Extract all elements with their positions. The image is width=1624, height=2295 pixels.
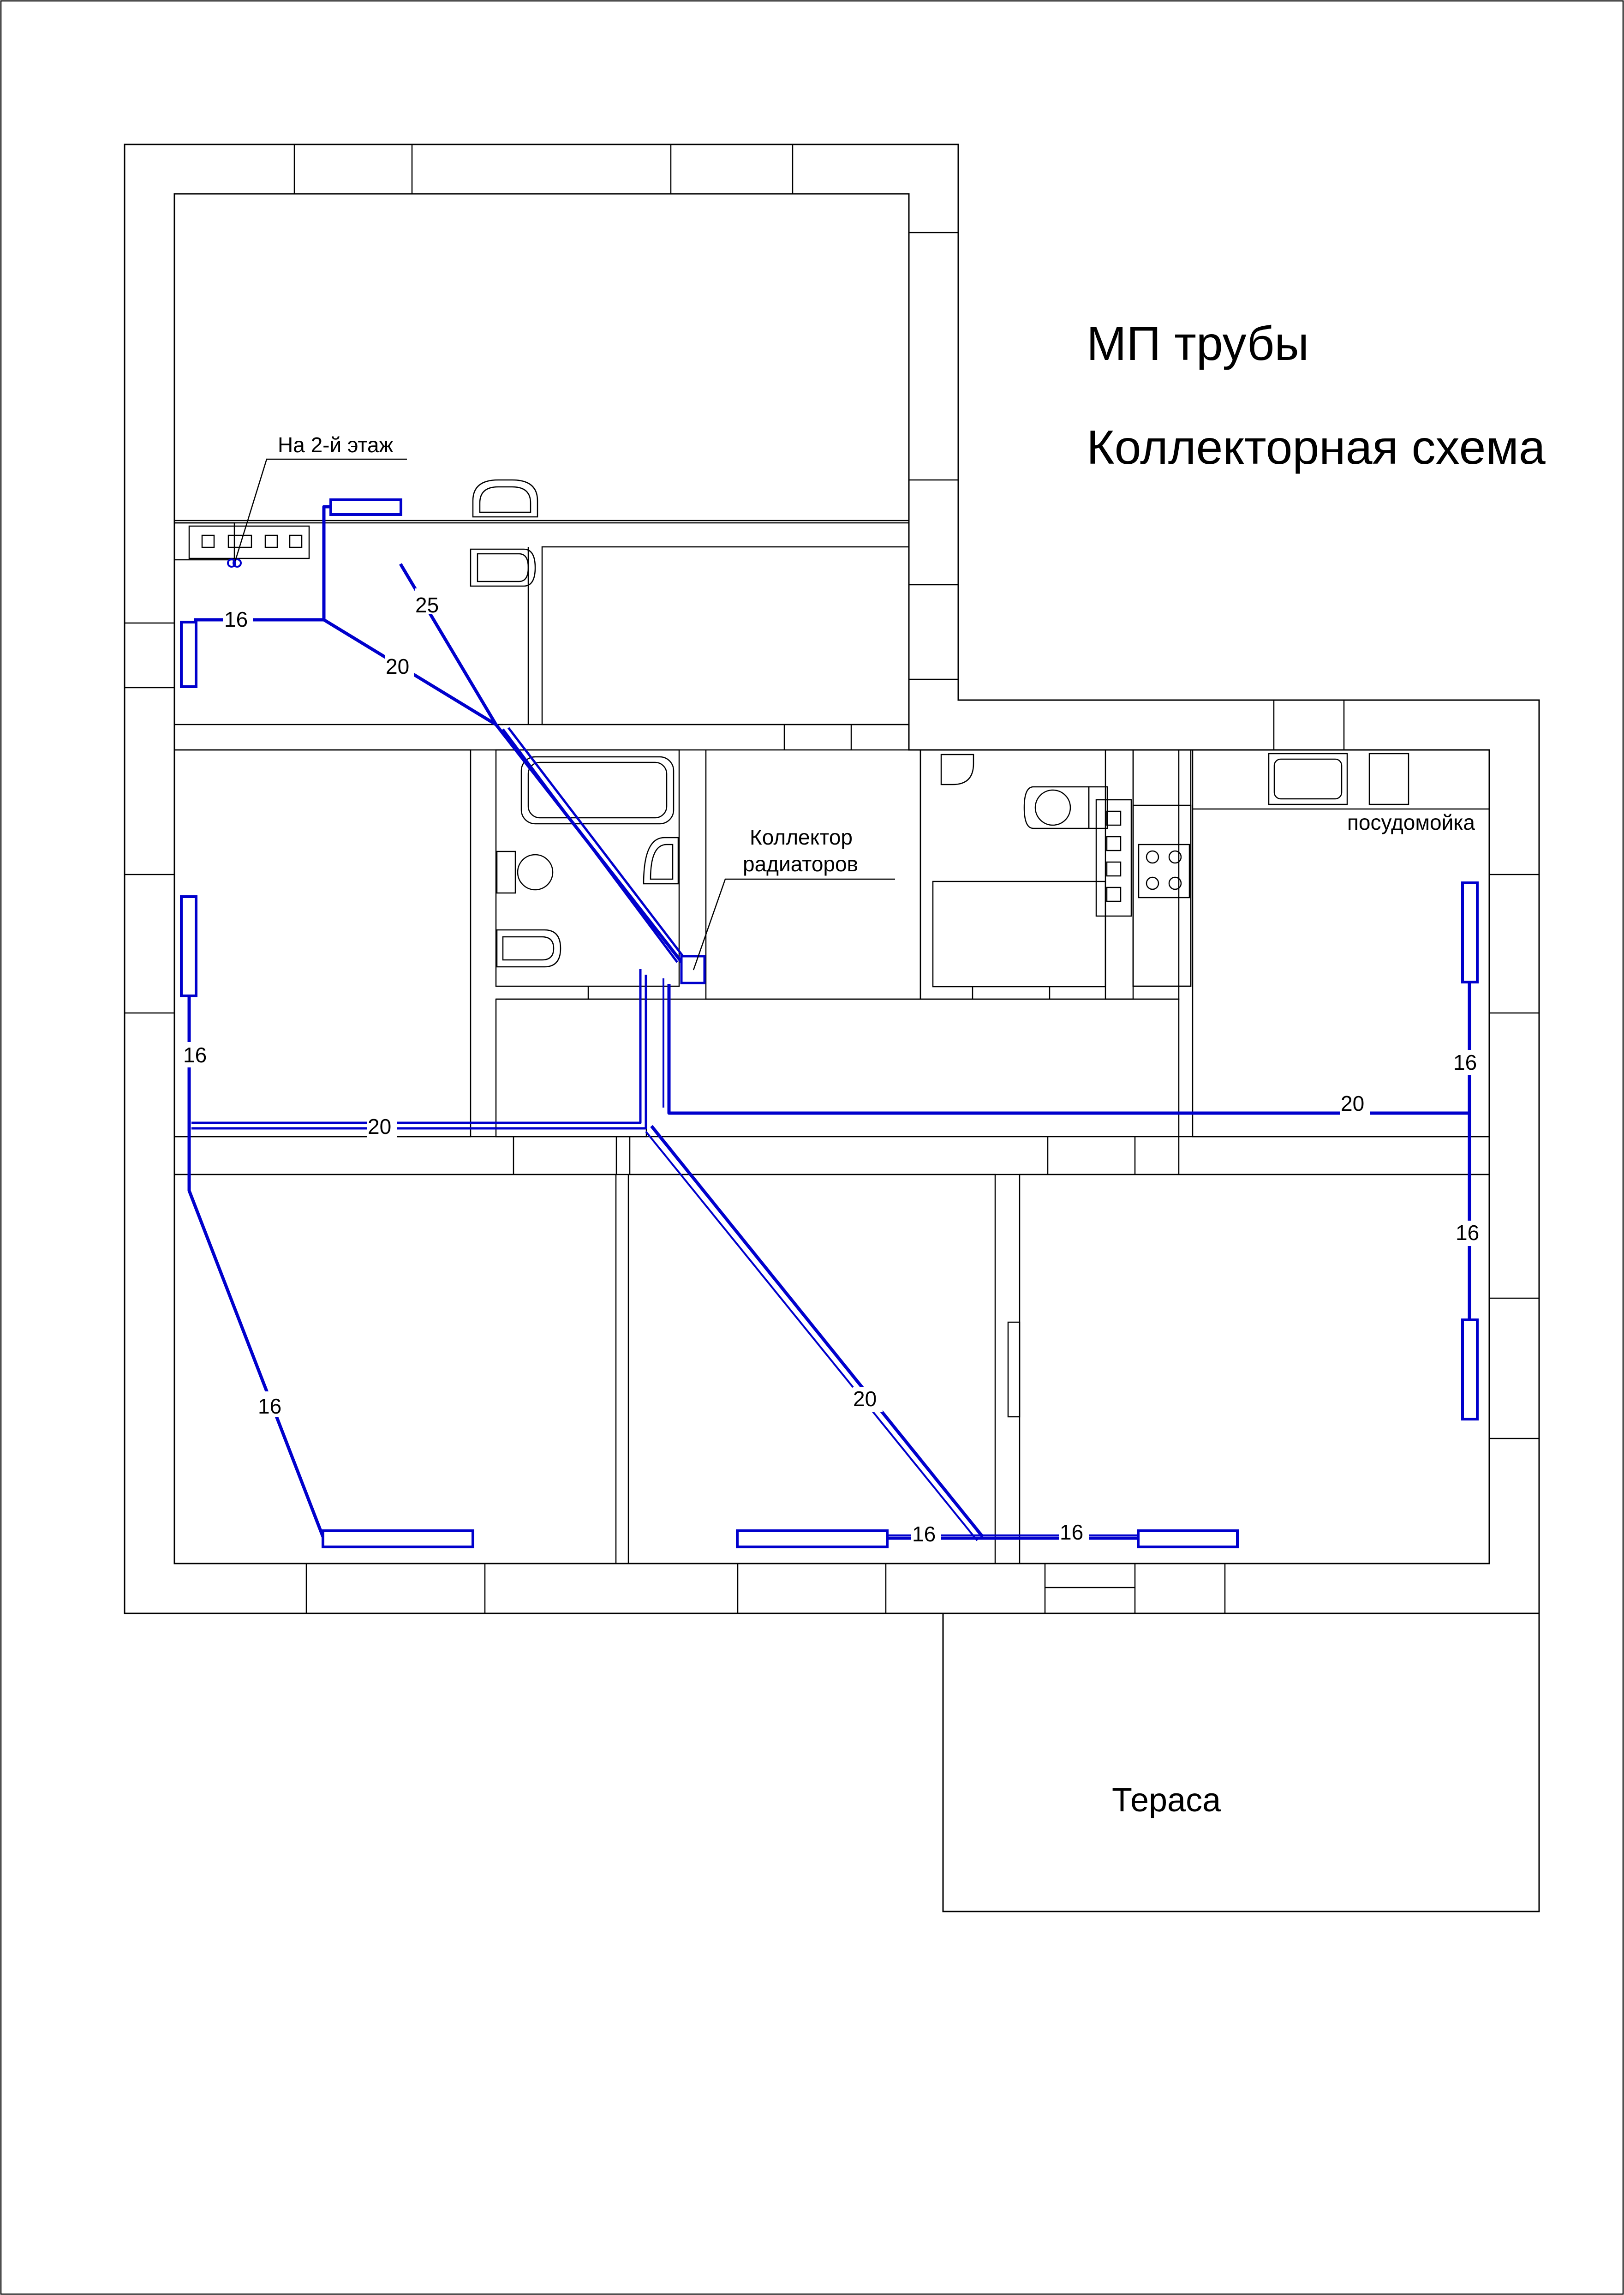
pipe-20-south [650,1125,984,1538]
second-floor-note: На 2-й этаж [278,433,394,457]
svg-text:16: 16 [1060,1520,1083,1544]
radiator [736,1529,889,1548]
pipe-label-tag: 20 [385,654,414,680]
svg-text:16: 16 [1456,1221,1479,1245]
pipe-label-tag: 16 [1455,1221,1485,1246]
pipe-label-tag: 16 [182,1042,212,1067]
svg-text:20: 20 [386,654,409,678]
pipe-16-west [187,992,325,1538]
heating-pipes [187,505,1471,1541]
pipe-label-tag: 20 [367,1114,397,1139]
pipe-labels: 25 20 16 16 20 16 20 16 16 20 16 16 [182,588,1485,1551]
svg-text:20: 20 [368,1115,391,1139]
svg-text:25: 25 [415,593,439,617]
collector-label-line2: радиаторов [743,852,858,876]
radiator [180,621,197,688]
walls [124,144,1540,1912]
pipe-label-tag: 16 [1452,1050,1482,1075]
pipe-20-east [667,984,1469,1115]
svg-text:20: 20 [1341,1091,1364,1115]
radiator [329,498,402,516]
radiator [1137,1529,1239,1548]
svg-text:16: 16 [224,607,248,631]
pipe-20-west [191,969,647,1130]
pipe-label-tag: 20 [1340,1091,1370,1117]
radiator [180,895,197,997]
collector-label-line1: Коллектор [750,825,853,849]
radiator-collector [680,955,706,984]
diagram-subtitle: Коллекторная схема [1087,421,1546,474]
dishwasher-label: посудомойка [1347,810,1475,834]
note-leader [234,458,407,561]
svg-text:20: 20 [853,1387,877,1411]
diagram-title: МП трубы [1087,317,1309,371]
radiators [180,498,1479,1548]
pipe-label-tag: 16 [257,1391,287,1418]
radiator [322,1529,474,1548]
sanitary-fixtures [188,479,1190,968]
pipe-label-tag: 16 [1059,1520,1089,1548]
svg-text:16: 16 [912,1522,936,1546]
terrace-label: Тераса [1112,1782,1221,1819]
svg-text:16: 16 [1453,1050,1477,1074]
pipe-label-tag: 20 [853,1387,883,1412]
svg-text:16: 16 [183,1043,207,1067]
pipe-label-tag: 25 [415,588,443,617]
pipe-label-tag: 16 [223,607,253,632]
pipe-label-tag: 16 [911,1522,941,1551]
svg-text:16: 16 [258,1394,281,1418]
radiator [1461,881,1479,983]
radiator [1461,1318,1479,1420]
collector-leader [693,878,895,971]
